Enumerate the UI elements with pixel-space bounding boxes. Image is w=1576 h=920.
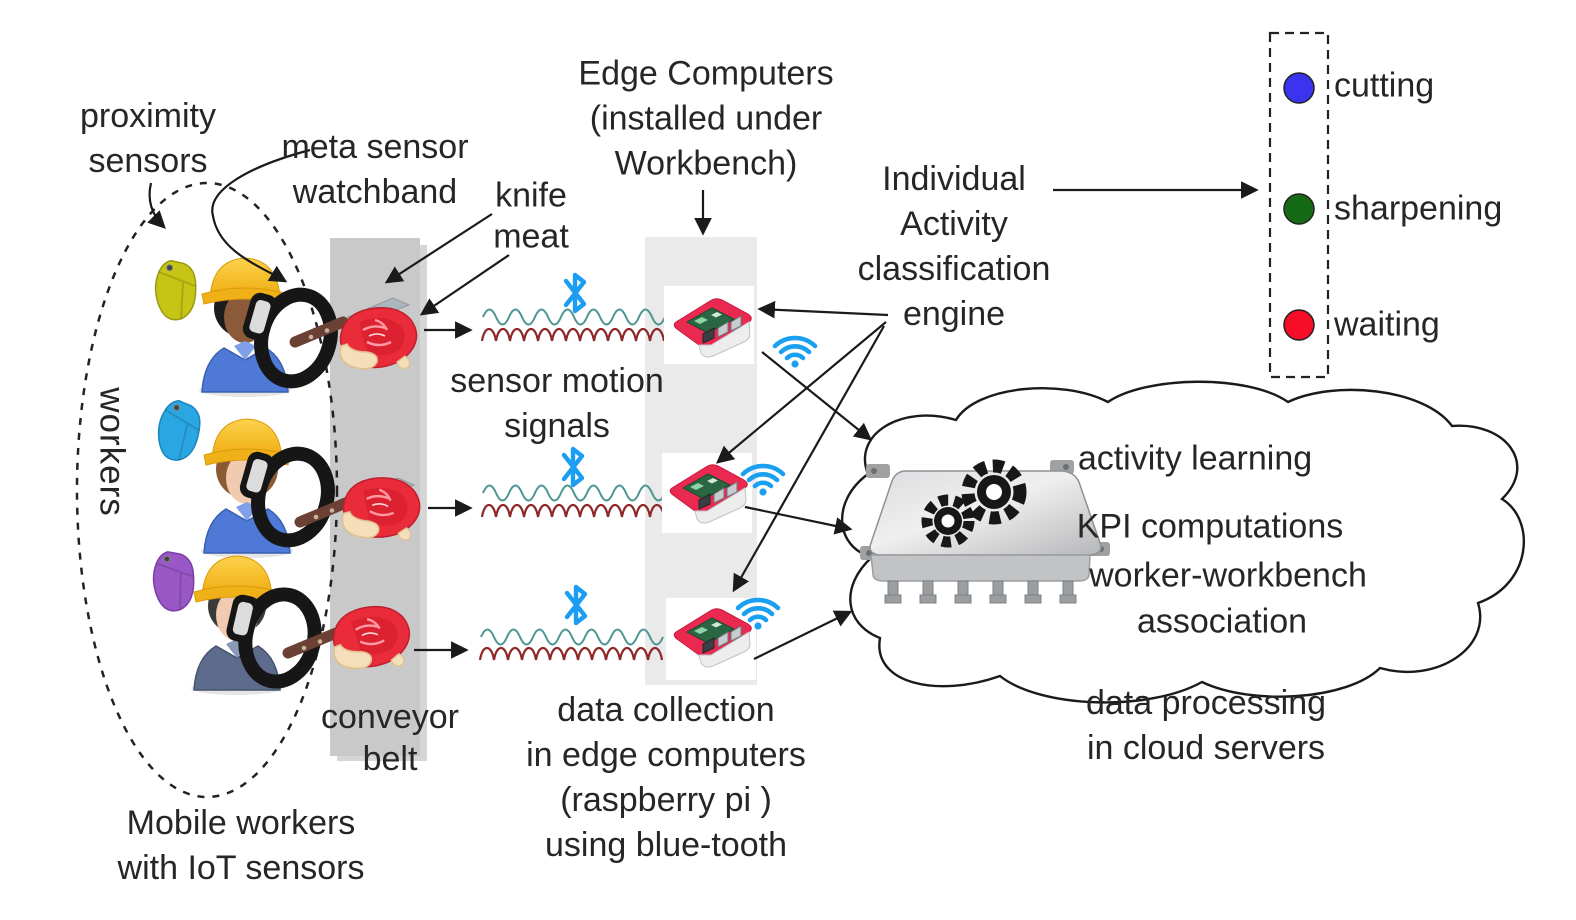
mobile-workers-label: Mobile workers with IoT sensors [117, 804, 365, 887]
workers-group-ellipse [75, 181, 339, 799]
proximity-sensors-label: proximity sensors [79, 97, 217, 180]
legend-dot-cutting [1283, 72, 1315, 104]
legend-label-waiting: waiting [1334, 305, 1440, 344]
legend-dot-waiting [1283, 309, 1315, 341]
workers-label: workers [92, 387, 132, 517]
arrow-pi3-to-cloud [753, 610, 853, 660]
sensor-signal-row-1 [480, 275, 666, 342]
raspberry-pi-1 [664, 286, 754, 364]
arrow-proximity-label [147, 182, 166, 229]
arrow-knife-label [384, 213, 493, 284]
bluetooth-icon [567, 587, 585, 623]
legend-label-cutting: cutting [1334, 66, 1435, 105]
meat-label: meat [493, 217, 569, 256]
knife-label: knife [495, 176, 567, 215]
data-collection-label: data collection in edge computers (raspb… [526, 691, 806, 864]
cloud-association: association [1136, 602, 1308, 641]
meta-sensor-watchband-label: meta sensor watchband [281, 128, 469, 211]
wifi-icon-1 [775, 338, 815, 368]
raspberry-pi-3 [666, 598, 756, 680]
legend-dot-sharpening [1283, 193, 1315, 225]
raspberry-pi-2 [662, 453, 752, 533]
arrow-pi1-to-cloud [761, 351, 873, 441]
proximity-sensor-blue [155, 398, 203, 463]
cloud-kpi-computations: KPI computations [1076, 507, 1344, 546]
arrow-engine-to-pi1 [757, 300, 889, 319]
connector-arrows [147, 148, 1259, 660]
proximity-sensor-purple [148, 547, 200, 615]
cloud-shape [841, 380, 1525, 704]
conveyor-belt-label: conveyor belt [321, 698, 459, 778]
arrow-meat-label [419, 254, 510, 316]
cloud-server-box [860, 459, 1110, 604]
arrow-watchband-label [211, 148, 311, 283]
edge-computers-label: Edge Computers (installed under Workbenc… [578, 54, 834, 183]
bluetooth-icon [566, 275, 584, 311]
arrow-pi2-to-cloud [744, 505, 853, 535]
legend-label-sharpening: sharpening [1334, 189, 1503, 228]
arrow-engine-to-pi3 [732, 325, 885, 593]
data-processing-label: data processing in cloud servers [1085, 684, 1327, 767]
cloud-worker-workbench: worker-workbench [1089, 556, 1367, 595]
sensor-signal-row-3 [478, 587, 664, 661]
meat-1 [339, 306, 418, 370]
cloud-activity-learning: activity learning [1077, 439, 1313, 478]
legend-box [1268, 31, 1330, 379]
gear-icon [921, 459, 1027, 548]
arrow-engine-to-pi2 [715, 321, 887, 464]
engine-label: Individual Activity classification engin… [857, 160, 1051, 333]
proximity-sensor-yellow [151, 257, 201, 323]
bluetooth-icon [564, 449, 582, 485]
sensor-signal-row-2 [480, 449, 666, 518]
sensor-motion-signals-label: sensor motion signals [450, 362, 664, 445]
